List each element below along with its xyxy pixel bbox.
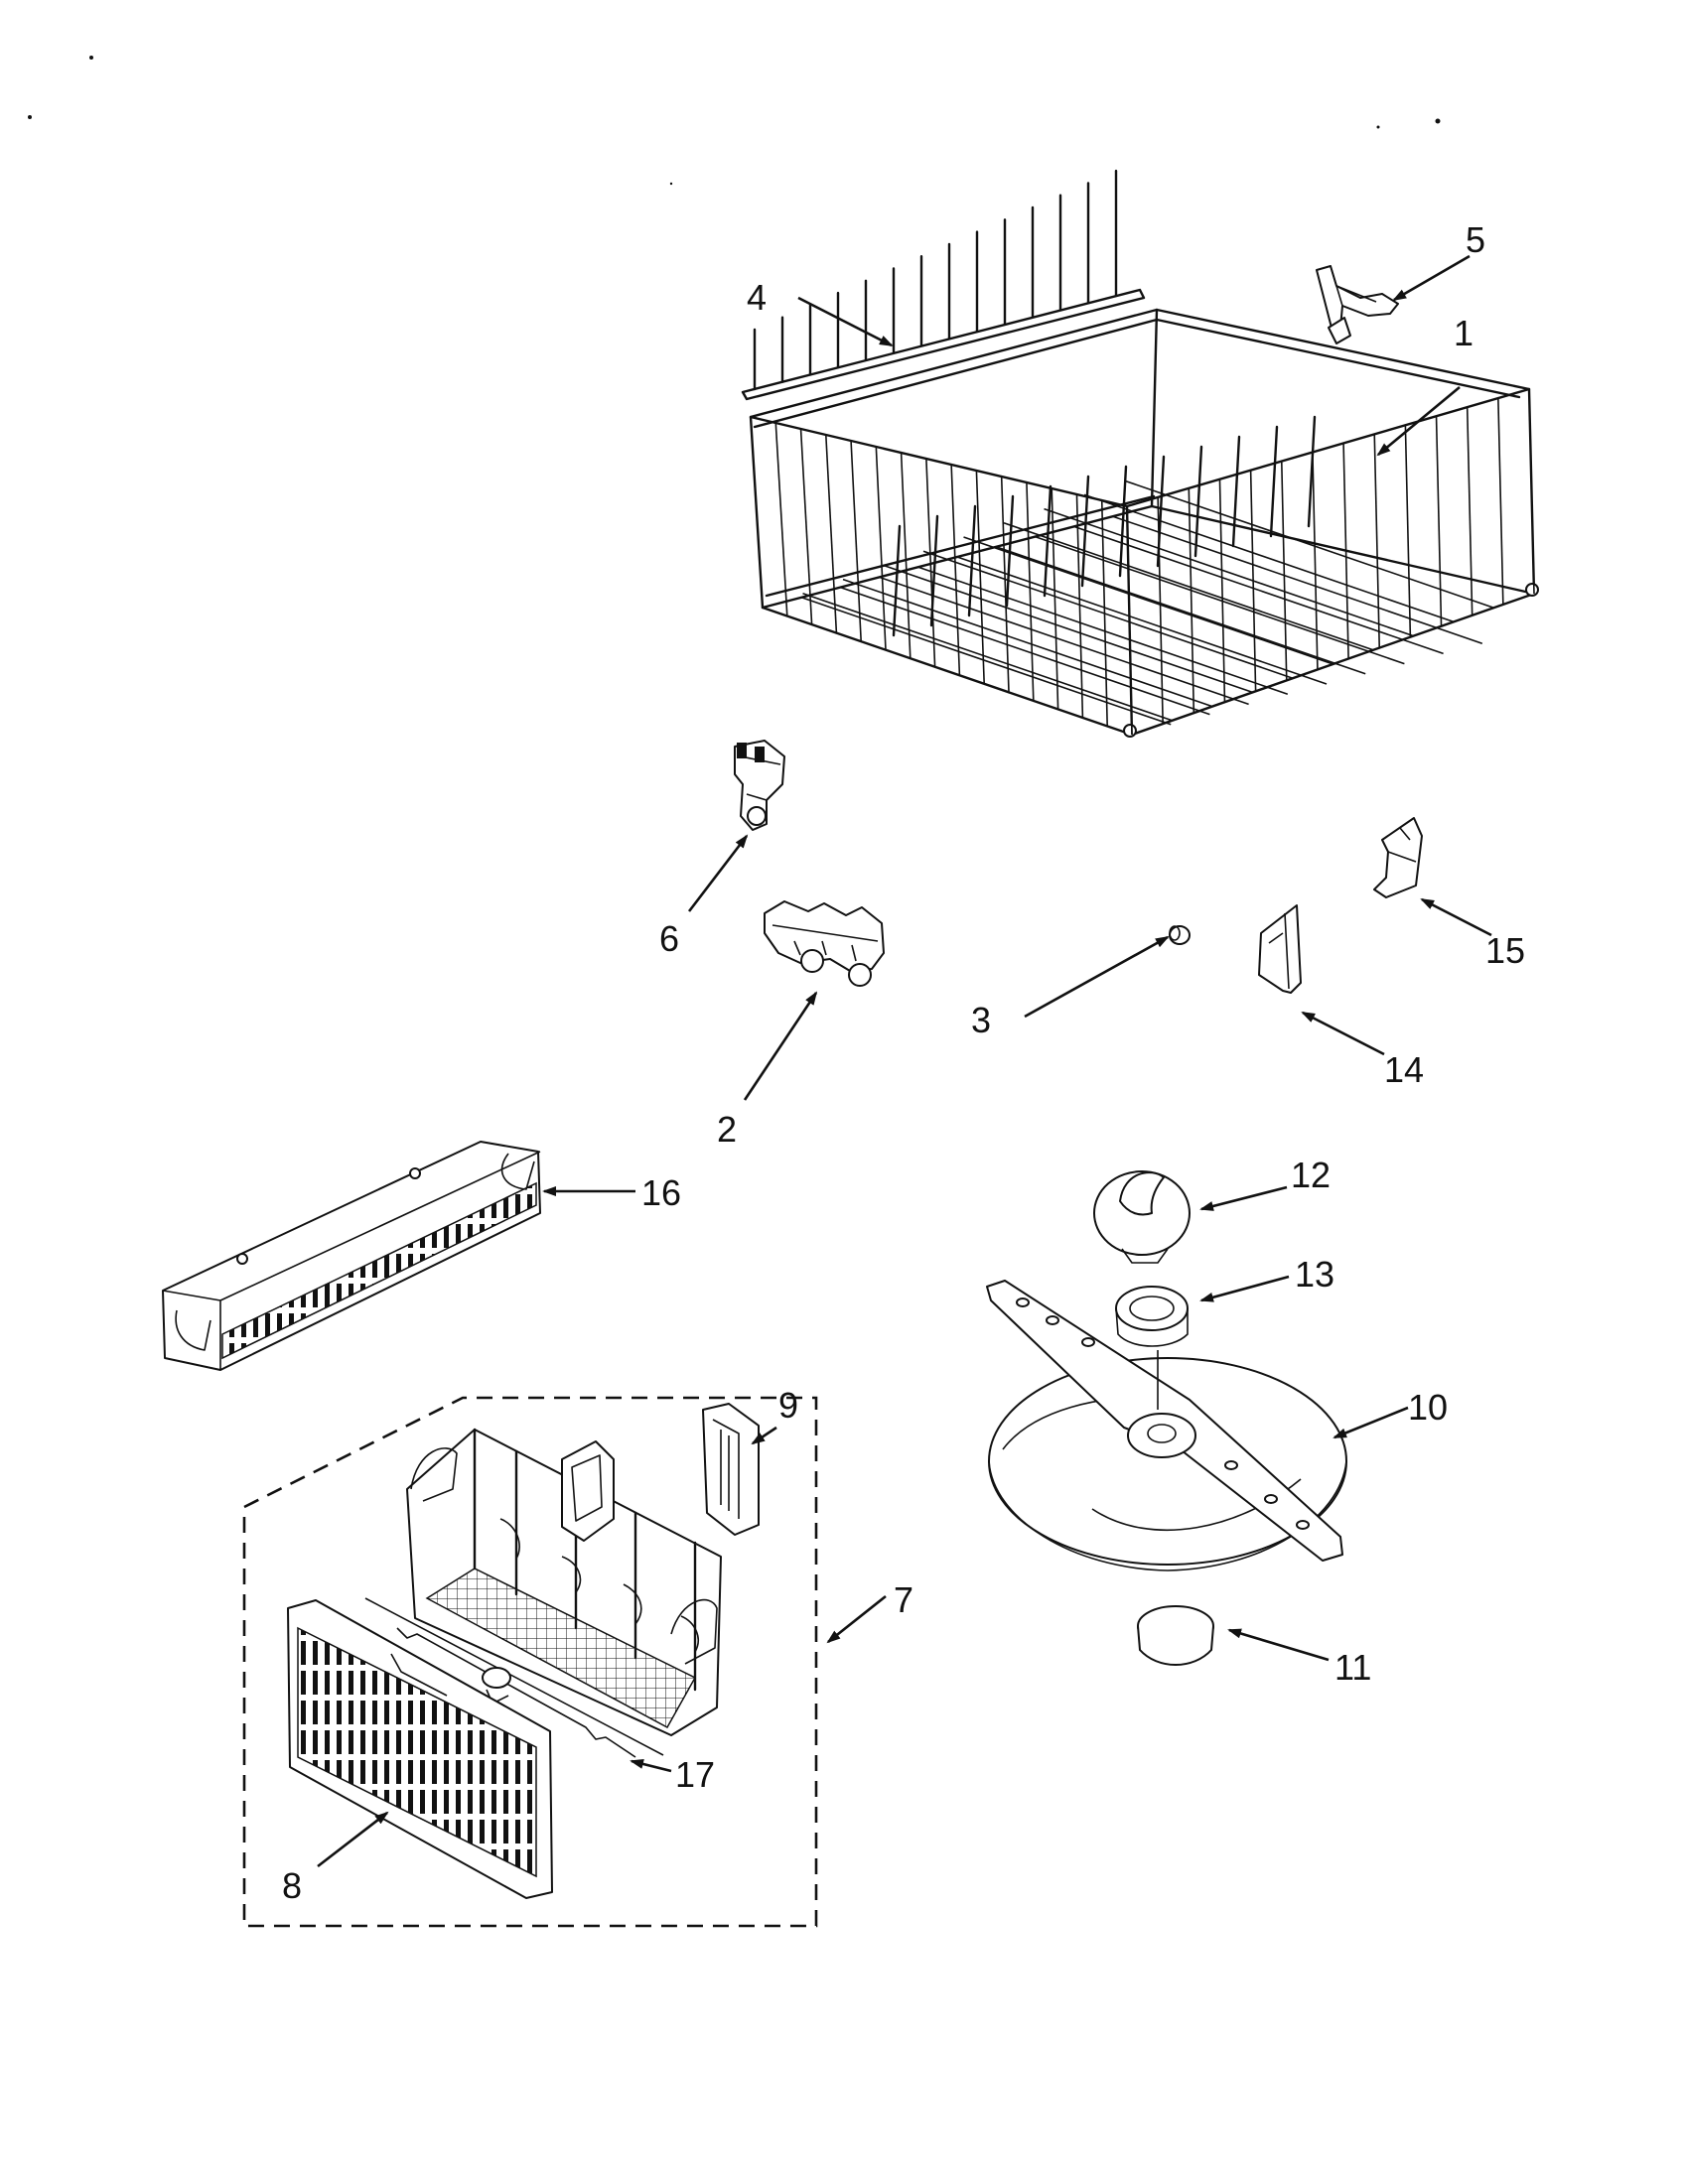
- part-2-roller-carrier: [764, 900, 885, 987]
- part-5-clip: [1316, 265, 1399, 344]
- callout-9: 9: [778, 1385, 798, 1426]
- scan-specks: [28, 56, 1441, 186]
- callout-17: 17: [675, 1754, 715, 1795]
- part-6-adjuster: [734, 740, 785, 831]
- callout-1: 1: [1454, 313, 1474, 353]
- callout-10: 10: [1408, 1387, 1448, 1428]
- part-12-cap: [1093, 1170, 1191, 1264]
- part-9-insert: [702, 1403, 760, 1536]
- callout-leaders: [317, 254, 1492, 1868]
- callout-15: 15: [1485, 930, 1525, 971]
- callout-14: 14: [1384, 1049, 1424, 1090]
- part-7-assembly-outline: [242, 1396, 818, 1928]
- callout-4: 4: [747, 277, 767, 318]
- part-11-ring: [1137, 1605, 1214, 1666]
- callout-8: 8: [282, 1865, 302, 1906]
- callout-16: 16: [641, 1172, 681, 1213]
- part-8-basket-cover: [287, 1599, 553, 1899]
- callout-3: 3: [971, 1000, 991, 1040]
- callout-11: 11: [1334, 1647, 1371, 1688]
- callout-13: 13: [1295, 1254, 1334, 1295]
- callout-7: 7: [894, 1579, 913, 1620]
- part-1-lower-rack: [749, 308, 1539, 738]
- callout-12: 12: [1291, 1155, 1331, 1195]
- part-13-bearing-ring: [1115, 1286, 1189, 1347]
- part-16-shelf: [162, 1141, 541, 1371]
- callout-6: 6: [659, 918, 679, 959]
- part-10-spray-arm: [986, 1280, 1347, 1571]
- callout-labels: 1 2 3 4 5 6 7 8 9 10 11 12 13 14 15 16 1…: [282, 219, 1525, 1906]
- part-3-roller: [1169, 925, 1191, 945]
- part-15-bracket: [1373, 817, 1423, 898]
- part-4-tine-row: [741, 169, 1146, 401]
- part-7-silverware-basket: [364, 1428, 722, 1758]
- callout-2: 2: [717, 1109, 737, 1150]
- callout-5: 5: [1466, 219, 1485, 260]
- part-14-bracket: [1258, 904, 1302, 994]
